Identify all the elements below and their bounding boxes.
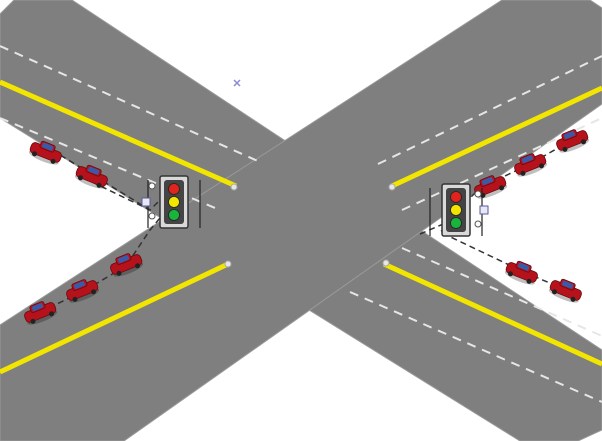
lane-dash-se-inner bbox=[401, 247, 602, 337]
east-traffic-signal bbox=[429, 183, 489, 237]
red-lamp bbox=[168, 183, 180, 195]
car-west-lower-1 bbox=[24, 301, 58, 325]
lane-dash-se-outer bbox=[349, 291, 602, 403]
traffic-signals bbox=[141, 175, 489, 237]
car-west-lower-3 bbox=[110, 253, 144, 277]
center-line-southwest bbox=[0, 261, 230, 375]
vehicles bbox=[24, 129, 590, 325]
corner-markers bbox=[224, 183, 396, 268]
detection-line-east-corner bbox=[419, 215, 463, 235]
center-lines bbox=[0, 79, 602, 375]
sensor-dot-upper bbox=[474, 190, 482, 198]
sensor-dot-lower bbox=[474, 220, 482, 228]
green-lamp bbox=[168, 209, 180, 221]
corner-marker-sw bbox=[224, 260, 232, 268]
sensor-dot-lower bbox=[148, 212, 156, 220]
corner-marker-se bbox=[382, 259, 390, 267]
car-west-lower-2 bbox=[66, 279, 100, 303]
sensor-dot-upper bbox=[148, 182, 156, 190]
yellow-lamp bbox=[168, 196, 180, 208]
center-line-northwest bbox=[0, 79, 238, 189]
car-east-lower-2 bbox=[548, 278, 582, 303]
corner-marker-ne bbox=[388, 183, 396, 191]
car-east-lower-1 bbox=[504, 260, 538, 285]
detection-line-east-upper bbox=[461, 139, 573, 207]
west-traffic-signal bbox=[141, 175, 201, 229]
detector-box bbox=[479, 205, 489, 215]
corner-marker-nw bbox=[230, 183, 238, 191]
car-west-upper-2 bbox=[74, 164, 108, 189]
red-lamp bbox=[450, 191, 462, 203]
detector-box bbox=[141, 197, 151, 207]
stray-marker bbox=[233, 79, 241, 87]
car-east-upper-2 bbox=[514, 153, 548, 177]
center-line-northeast bbox=[390, 85, 602, 189]
car-west-upper-1 bbox=[28, 140, 62, 165]
car-east-upper-1 bbox=[556, 129, 590, 153]
green-lamp bbox=[450, 217, 462, 229]
yellow-lamp bbox=[450, 204, 462, 216]
center-line-southeast bbox=[382, 261, 602, 367]
